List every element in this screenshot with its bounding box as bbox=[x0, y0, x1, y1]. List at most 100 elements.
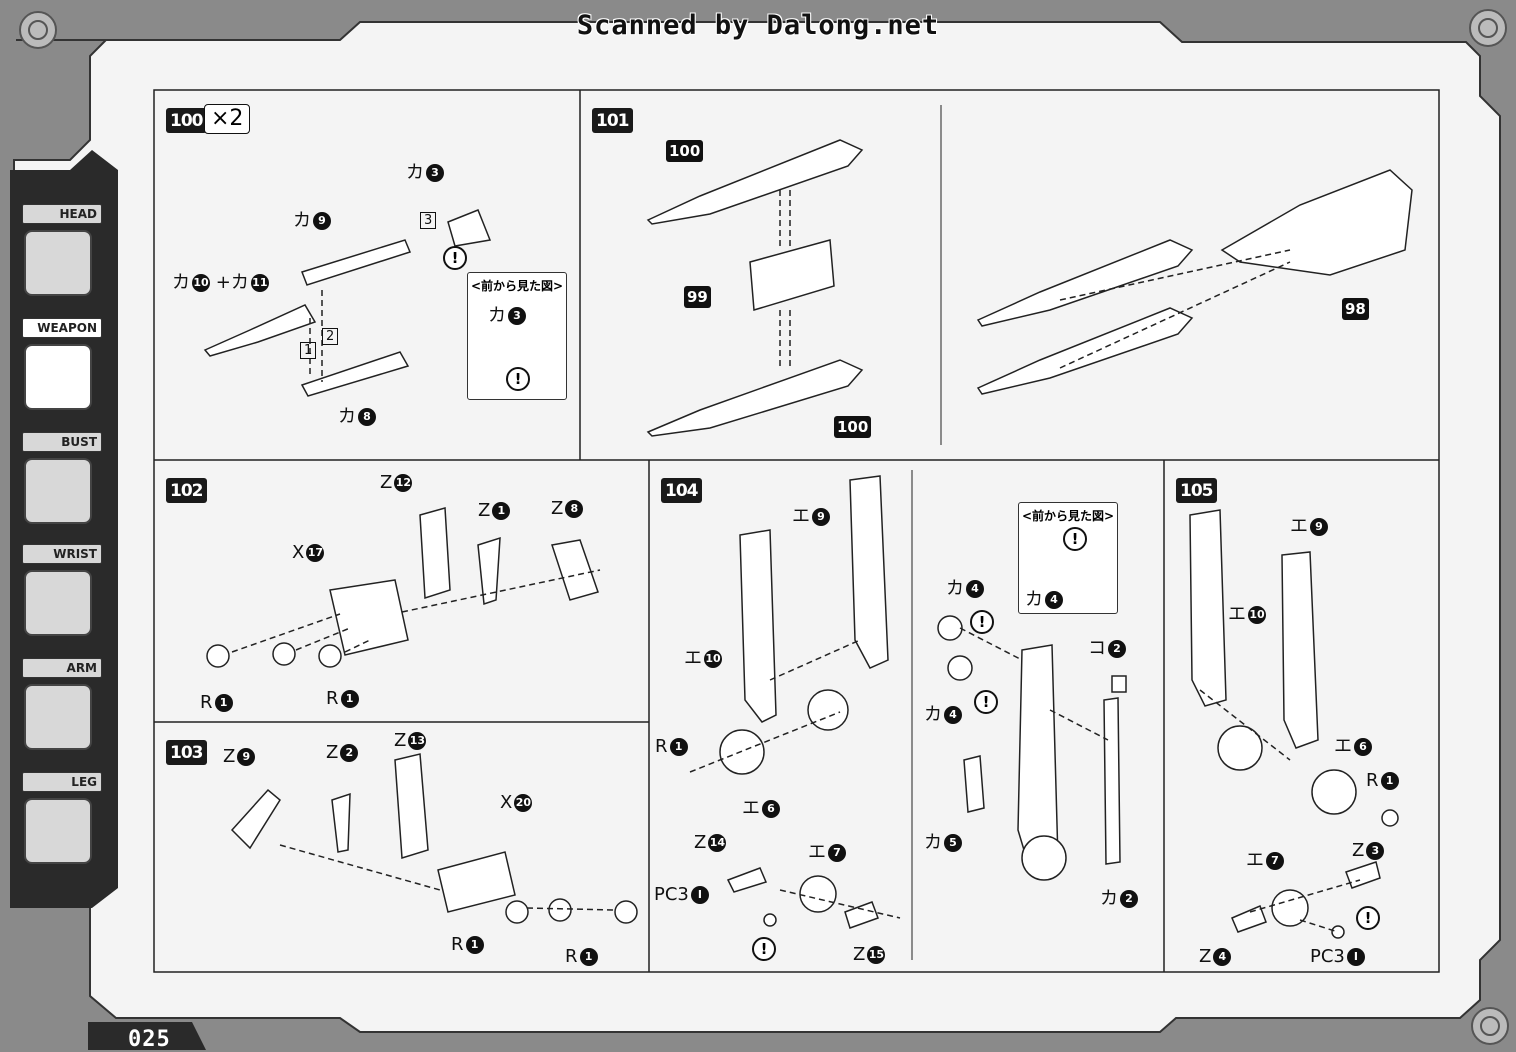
part-z4-105 bbox=[1231, 905, 1267, 933]
clip-z2 bbox=[331, 792, 351, 853]
step-number-105: 105 bbox=[1176, 478, 1217, 503]
leg-frame-e9 bbox=[849, 475, 889, 669]
caution-icon: ! bbox=[1063, 527, 1087, 551]
tab-label: WRIST bbox=[22, 544, 102, 564]
part-z15 bbox=[844, 901, 879, 929]
sequence-1: 1 bbox=[300, 342, 317, 359]
missile-assembled-upper bbox=[976, 239, 1194, 327]
missile-rail-part bbox=[300, 351, 410, 397]
callout-99: 99 bbox=[684, 286, 711, 308]
arm-z12 bbox=[419, 507, 451, 600]
inset-title: <前から見た図> bbox=[1021, 509, 1115, 523]
part-ka2 bbox=[1103, 697, 1121, 865]
bracket-x20 bbox=[437, 851, 516, 913]
bracket-x17 bbox=[329, 579, 409, 656]
tab-label: LEG bbox=[22, 772, 102, 792]
sequence-2: 2 bbox=[322, 328, 339, 345]
caution-icon: ! bbox=[1356, 906, 1380, 930]
tab-label: BUST bbox=[22, 432, 102, 452]
tab-arm[interactable]: ARM bbox=[14, 654, 106, 756]
callout-100-bottom: 100 bbox=[834, 416, 872, 438]
wrist-thumbnail-icon bbox=[24, 570, 92, 636]
hinge-z9 bbox=[230, 788, 281, 850]
arm-z13 bbox=[394, 753, 429, 859]
quantity-multiplier: ×2 bbox=[204, 104, 251, 134]
step-number-104: 104 bbox=[661, 478, 702, 503]
step-number-103: 103 bbox=[166, 740, 207, 765]
sequence-3: 3 bbox=[420, 212, 437, 229]
page-number: 025 bbox=[128, 1027, 171, 1052]
tab-wrist[interactable]: WRIST bbox=[14, 540, 106, 642]
vehicle-98 bbox=[1220, 169, 1413, 276]
missile-fin-part bbox=[447, 209, 492, 247]
scan-credit: Scanned by Dalong.net bbox=[576, 10, 940, 41]
caution-icon: ! bbox=[443, 246, 467, 270]
tab-label: ARM bbox=[22, 658, 102, 678]
tab-head[interactable]: HEAD bbox=[14, 200, 106, 302]
part-z3-105 bbox=[1345, 861, 1381, 889]
leg-frame-e10 bbox=[739, 529, 777, 723]
head-thumbnail-icon bbox=[24, 230, 92, 296]
part-ka5 bbox=[963, 755, 985, 813]
missile-upper bbox=[646, 139, 864, 225]
missile-tip-part bbox=[203, 304, 317, 357]
leg-frame-e10-105 bbox=[1189, 509, 1227, 707]
caution-icon: ! bbox=[970, 610, 994, 634]
leg-thumbnail-icon bbox=[24, 798, 92, 864]
missile-body-part bbox=[301, 239, 412, 286]
part-ko2 bbox=[1111, 675, 1127, 693]
part-z14 bbox=[726, 867, 768, 893]
bust-thumbnail-icon bbox=[24, 458, 92, 524]
step-number-102: 102 bbox=[166, 478, 207, 503]
tab-label: WEAPON bbox=[22, 318, 102, 338]
tab-bust[interactable]: BUST bbox=[14, 428, 106, 530]
weapon-thumbnail-icon bbox=[24, 344, 92, 410]
step-number-101: 101 bbox=[592, 108, 633, 133]
callout-100-top: 100 bbox=[666, 140, 704, 162]
missile-lower bbox=[646, 359, 864, 437]
clip-z1 bbox=[477, 536, 501, 606]
hinge-z8 bbox=[551, 539, 599, 601]
tab-weapon[interactable]: WEAPON bbox=[14, 314, 106, 416]
arm-thumbnail-icon bbox=[24, 684, 92, 750]
tab-leg[interactable]: LEG bbox=[14, 768, 106, 870]
step-number-100: 100 bbox=[166, 108, 207, 133]
caution-icon: ! bbox=[752, 937, 776, 961]
leg-frame-e9-105 bbox=[1281, 551, 1319, 749]
callout-98: 98 bbox=[1342, 298, 1369, 320]
